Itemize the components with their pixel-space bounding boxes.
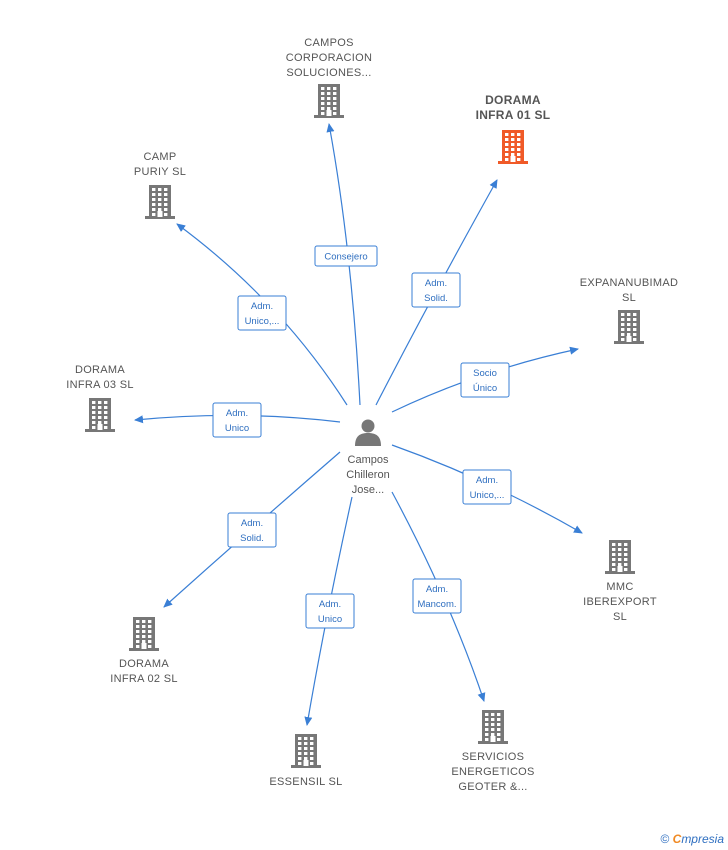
relation-label-dorama-infra-02[interactable]: Adm. Solid. [227, 512, 277, 548]
building-icon[interactable] [614, 310, 644, 344]
company-label-expananubimad[interactable]: EXPANANUBIMAD [580, 277, 678, 289]
relation-text: Unico [318, 614, 342, 625]
person-icon[interactable] [355, 419, 381, 447]
building-icon[interactable] [605, 540, 635, 574]
relation-text: Adm. [476, 475, 498, 486]
company-label-campos-corporacion[interactable]: SOLUCIONES... [286, 67, 371, 79]
relation-text: Mancom. [417, 599, 456, 610]
company-label-expananubimad[interactable]: SL [622, 292, 636, 304]
company-label-mmc-iberexport[interactable]: IBEREXPORT [583, 596, 657, 608]
relation-text: Unico,... [245, 316, 280, 327]
relation-text: Solid. [424, 293, 448, 304]
brand-name[interactable]: Cmpresia [672, 832, 724, 846]
relation-text: Único [473, 383, 497, 394]
company-label-campos-corporacion[interactable]: CORPORACION [286, 52, 372, 64]
company-label-camp-puriy[interactable]: PURIY SL [134, 166, 186, 178]
person-name[interactable]: Campos [348, 454, 389, 466]
person-name[interactable]: Jose... [352, 484, 384, 496]
company-label-essensil[interactable]: ESSENSIL SL [269, 776, 342, 788]
building-icon[interactable] [291, 734, 321, 768]
company-label-servicios-energeticos[interactable]: SERVICIOS [462, 751, 524, 763]
company-label-servicios-energeticos[interactable]: ENERGETICOS [451, 766, 534, 778]
relation-text: Consejero [324, 252, 367, 263]
relation-label-camp-puriy[interactable]: Adm. Unico,... [237, 295, 287, 331]
company-label-dorama-infra-03[interactable]: DORAMA [75, 364, 125, 376]
relation-text: Unico,... [470, 490, 505, 501]
building-icon[interactable] [478, 710, 508, 744]
company-label-dorama-infra-01[interactable]: INFRA 01 SL [476, 108, 551, 122]
building-icon[interactable] [314, 84, 344, 118]
relation-text: Socio [473, 368, 497, 379]
company-label-mmc-iberexport[interactable]: SL [613, 611, 627, 623]
company-label-dorama-infra-01[interactable]: DORAMA [485, 93, 541, 107]
relation-text: Adm. [251, 301, 273, 312]
company-label-dorama-infra-03[interactable]: INFRA 03 SL [66, 379, 134, 391]
relation-text: Solid. [240, 533, 264, 544]
building-icon[interactable] [85, 398, 115, 432]
relation-text: Adm. [426, 584, 448, 595]
company-label-mmc-iberexport[interactable]: MMC [606, 581, 633, 593]
person-name[interactable]: Chilleron [346, 469, 389, 481]
relation-text: Unico [225, 423, 249, 434]
relation-text: Adm. [241, 518, 263, 529]
company-label-campos-corporacion[interactable]: CAMPOS [304, 37, 353, 49]
relation-label-servicios-energeticos[interactable]: Adm. Mancom. [412, 578, 462, 614]
relation-label-mmc-iberexport[interactable]: Adm. Unico,... [462, 469, 512, 505]
relation-text: Adm. [319, 599, 341, 610]
building-icon[interactable] [129, 617, 159, 651]
relation-label-dorama-infra-03[interactable]: Adm. Unico [212, 402, 262, 438]
company-label-dorama-infra-02[interactable]: DORAMA [119, 658, 169, 670]
copyright-symbol: © [660, 832, 670, 846]
relation-label-campos-corporacion[interactable]: Consejero [314, 245, 378, 267]
footer-brand: © Cmpresia [660, 832, 724, 846]
company-label-servicios-energeticos[interactable]: GEOTER &... [458, 781, 527, 793]
relation-label-dorama-infra-01[interactable]: Adm. Solid. [411, 272, 461, 308]
relation-text: Adm. [425, 278, 447, 289]
building-icon[interactable] [498, 130, 528, 164]
relation-text: Adm. [226, 408, 248, 419]
company-label-dorama-infra-02[interactable]: INFRA 02 SL [110, 673, 178, 685]
relation-label-essensil[interactable]: Adm. Unico [305, 593, 355, 629]
building-icon[interactable] [145, 185, 175, 219]
company-label-camp-puriy[interactable]: CAMP [144, 151, 177, 163]
